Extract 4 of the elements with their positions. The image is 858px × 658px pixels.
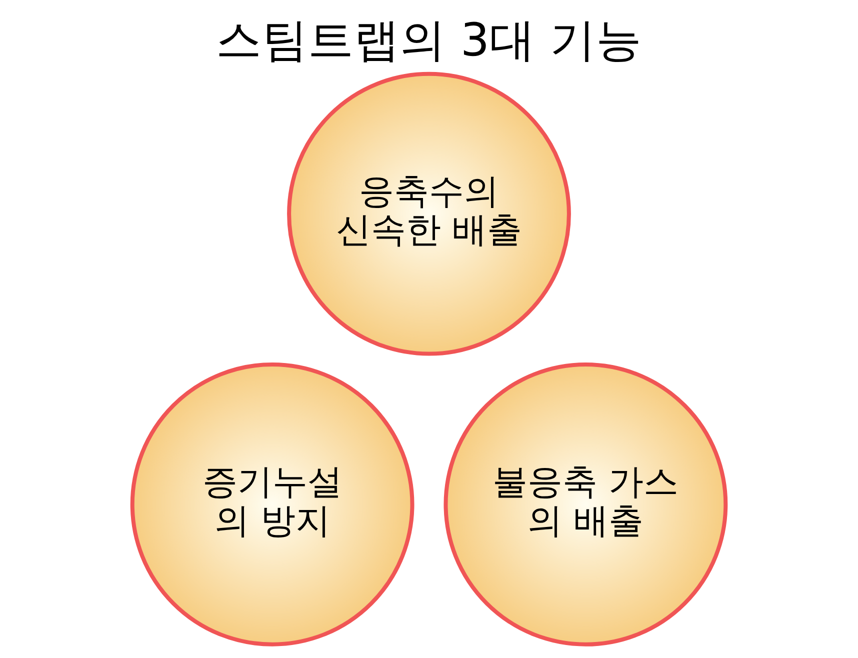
node-circle: 증기누설 의 방지: [130, 362, 414, 646]
diagram-title: 스팀트랩의 3대 기능: [216, 13, 642, 66]
node-circle: 불응축 가스 의 배출: [444, 362, 728, 646]
node-circle: 응축수의 신속한 배출: [287, 72, 571, 356]
